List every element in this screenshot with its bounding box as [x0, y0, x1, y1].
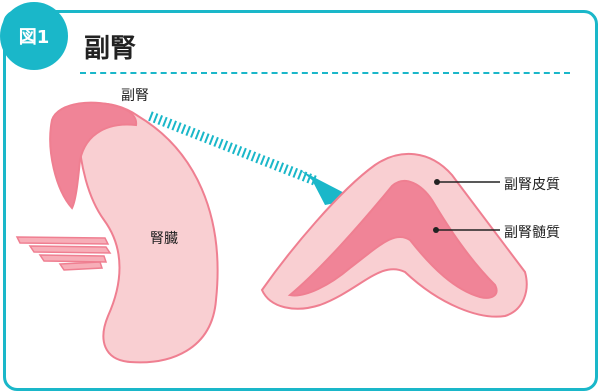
adrenal-label: 副腎 — [121, 85, 149, 105]
renal-vessels — [17, 237, 110, 270]
kidney-label: 腎臓 — [150, 228, 178, 248]
adrenal-cortex-label: 副腎皮質 — [504, 174, 560, 194]
adrenal-medulla-label: 副腎髄質 — [504, 222, 560, 242]
kidney-shape — [77, 104, 218, 363]
